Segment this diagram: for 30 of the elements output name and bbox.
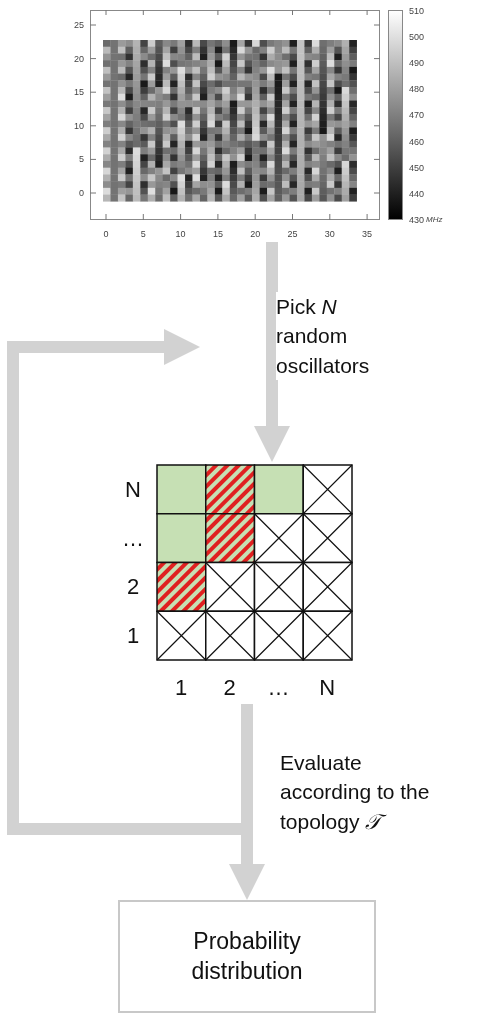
axis-label: … xyxy=(267,677,290,699)
axis-label: N xyxy=(319,677,336,699)
tick-label: MHz xyxy=(426,216,443,224)
axis-label: 2 xyxy=(223,677,236,699)
axis-label: N xyxy=(125,479,141,501)
axis-label: … xyxy=(122,527,144,550)
tick-label: 0 xyxy=(103,229,109,239)
tick-label: 25 xyxy=(287,229,298,239)
tick-label: 510 xyxy=(409,6,425,16)
box-text: Probability distribution xyxy=(190,926,304,986)
tick-label: 30 xyxy=(324,229,335,239)
axis-label: 1 xyxy=(174,677,188,699)
axis-label: 2 xyxy=(126,576,140,599)
tick-label: 10 xyxy=(175,229,186,239)
arrow xyxy=(229,704,265,900)
tick-label: 5 xyxy=(140,229,146,239)
tick-label: 500 xyxy=(409,32,425,42)
arrow xyxy=(254,242,290,462)
tick-label: 490 xyxy=(409,58,425,68)
tick-label: 470 xyxy=(409,110,425,120)
tick-label: 480 xyxy=(409,84,425,94)
process-box xyxy=(118,900,376,1013)
tick-label: 450 xyxy=(409,163,425,173)
tick-label: 35 xyxy=(362,229,373,239)
tick-label: 440 xyxy=(409,189,425,199)
tick-label: 430 xyxy=(409,215,425,225)
tick-label: 20 xyxy=(250,229,261,239)
tick-label: 15 xyxy=(212,229,223,239)
tick-label: 460 xyxy=(409,137,425,146)
axis-label: 1 xyxy=(126,625,140,648)
